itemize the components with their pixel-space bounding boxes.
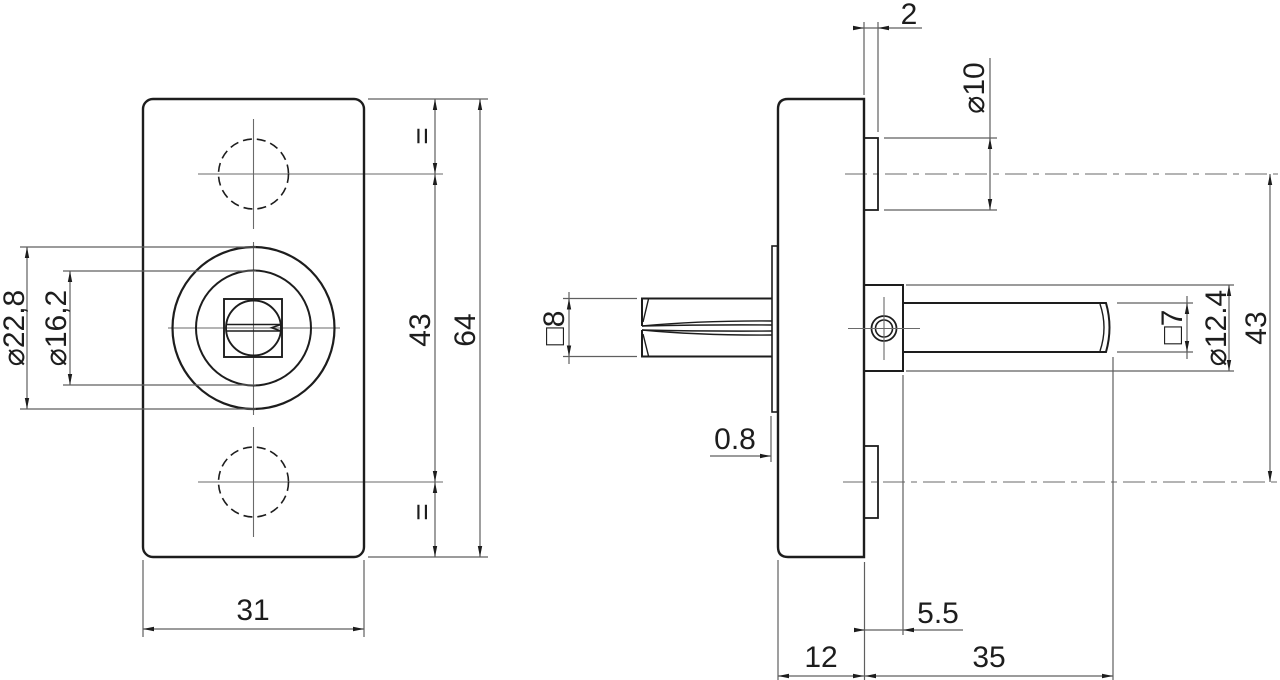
right-spindle-tip-chamfer <box>1099 303 1105 352</box>
dimension-label-spindle-length: 35 <box>972 641 1005 674</box>
dimension-label-square7: □7 <box>1156 310 1189 345</box>
spindle-square-hole <box>223 298 283 358</box>
dimension-label-side-hole-spacing: 43 <box>1240 311 1273 344</box>
dimension-label-plate-width: 31 <box>236 594 269 627</box>
dimension-label-collar-depth: 5.5 <box>917 597 959 630</box>
front-view: ⌀22,8 ⌀16,2 43 64 = = 31 <box>0 97 488 637</box>
top-screw-hole-dashed <box>217 138 290 210</box>
lower-screw-boss <box>863 445 879 519</box>
upper-prong-chamfer <box>642 298 650 323</box>
front-centerlines <box>168 119 443 537</box>
upper-screw-boss <box>863 137 879 211</box>
dimension-label-collar-dia: ⌀12.4 <box>1200 290 1233 366</box>
dimension-label-square8: □8 <box>538 311 571 346</box>
equal-mark-bottom: = <box>406 503 439 521</box>
equal-mark-top: = <box>406 127 439 145</box>
front-plate-outline <box>141 97 366 559</box>
dimension-label-plate-height: 64 <box>449 313 482 346</box>
side-arrowheads <box>566 25 1273 679</box>
side-view: 2 ⌀10 □8 □7 ⌀12.4 43 0.8 5.5 12 35 <box>538 0 1278 680</box>
front-arrowheads <box>24 99 483 632</box>
dimension-label-hole-spacing: 43 <box>404 313 437 346</box>
rosette-side-thin-plate <box>771 245 779 413</box>
dimension-label-dia-collar: ⌀16,2 <box>40 290 73 366</box>
side-plate-outline <box>776 97 866 559</box>
dimension-label-dia-rosette: ⌀22,8 <box>0 290 31 366</box>
dimension-label-boss-depth: 2 <box>901 0 918 31</box>
dimension-label-rosette-thickness: 0.8 <box>714 423 756 456</box>
right-spindle-outline <box>903 302 1111 353</box>
turn-screw-head-circle <box>225 299 282 357</box>
dimension-label-boss-dia: ⌀10 <box>958 62 991 113</box>
lower-prong-chamfer <box>642 333 650 357</box>
left-split-spindle <box>641 297 773 358</box>
dimension-label-plate-thickness: 12 <box>804 641 837 674</box>
turn-screw-slot <box>226 323 282 332</box>
bottom-screw-hole-dashed <box>217 446 290 518</box>
slot-notch <box>269 323 282 332</box>
